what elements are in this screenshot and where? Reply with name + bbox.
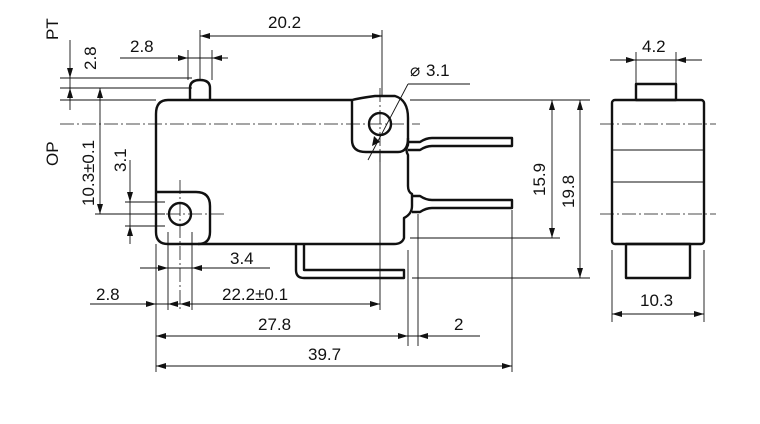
dim-op-hole: 3.1 bbox=[111, 148, 130, 172]
dim-terminal-gap: 2 bbox=[454, 315, 463, 334]
dim-overall-length: 39.7 bbox=[308, 345, 341, 364]
side-terminal-block bbox=[624, 242, 692, 280]
dim-body-length: 27.8 bbox=[258, 315, 291, 334]
dim-hole-spacing: 3.4 bbox=[230, 249, 254, 268]
terminal-upper bbox=[408, 136, 514, 152]
right-hole-housing bbox=[350, 100, 410, 154]
dim-mount-spacing: 22.2±0.1 bbox=[222, 285, 288, 304]
side-actuator bbox=[634, 82, 678, 102]
dim-side-top: 4.2 bbox=[642, 37, 666, 56]
left-hole-housing bbox=[156, 190, 212, 246]
diameter-symbol: ⌀ bbox=[410, 61, 420, 80]
dimension-labels: 20.2 2.8 PT 2.8 OP 10.3±0.1 3.1 ⌀ 3.1 15… bbox=[43, 13, 673, 364]
terminal-bottom bbox=[294, 244, 406, 280]
dimension-lines bbox=[67, 33, 583, 369]
dim-hole-diameter: 3.1 bbox=[426, 61, 450, 80]
switch-body bbox=[154, 94, 414, 246]
dim-top-small: 2.8 bbox=[130, 37, 154, 56]
front-center-lines bbox=[60, 88, 420, 310]
front-view bbox=[154, 78, 514, 280]
dim-left-small: 2.8 bbox=[96, 285, 120, 304]
extension-lines bbox=[60, 30, 590, 372]
dim-side-width: 10.3 bbox=[640, 291, 673, 310]
dim-op-value: 10.3±0.1 bbox=[79, 140, 98, 206]
dim-pt-value: 2.8 bbox=[81, 46, 100, 70]
side-view bbox=[600, 52, 716, 322]
side-body bbox=[610, 98, 706, 246]
terminal-middle bbox=[412, 194, 514, 214]
label-op: OP bbox=[43, 141, 62, 166]
label-pt: PT bbox=[43, 18, 62, 40]
actuator-plunger bbox=[188, 78, 212, 100]
dim-height-inner: 15.9 bbox=[530, 163, 549, 196]
dim-height-outer: 19.8 bbox=[559, 175, 578, 208]
dim-top-width: 20.2 bbox=[268, 13, 301, 32]
